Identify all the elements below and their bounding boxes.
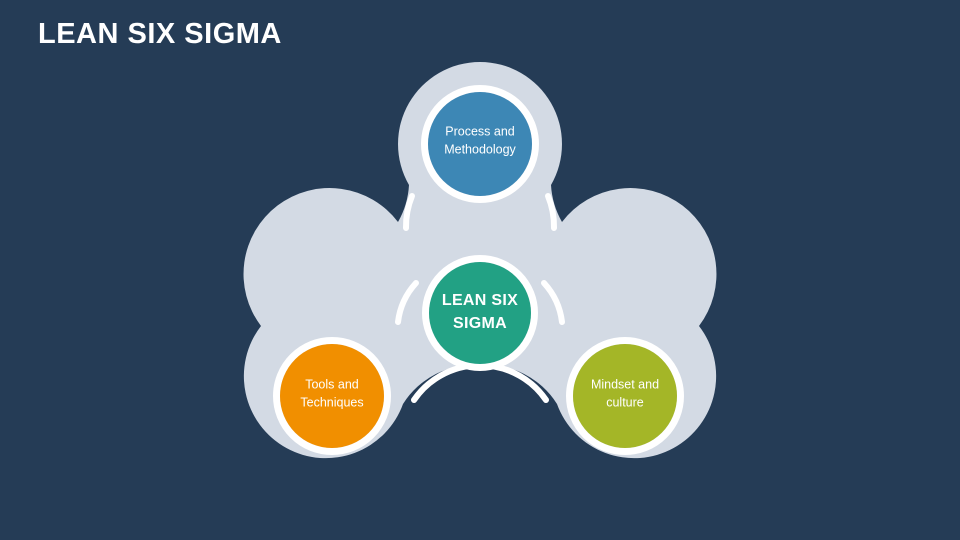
node-label-mindset-and-culture-line2: culture — [606, 395, 644, 409]
node-label-process-and-methodology-line1: Process and — [445, 124, 515, 138]
node-label-lean-six-sigma-line1: LEAN SIX — [442, 292, 518, 309]
notch-highlight-top-right — [545, 193, 558, 231]
node-mindset-and-culture[interactable]: Mindset and culture — [566, 337, 684, 455]
hub-accent-right — [541, 280, 565, 325]
node-process-and-methodology[interactable]: Process and Methodology — [421, 85, 539, 203]
node-lean-six-sigma-hub[interactable]: LEAN SIX SIGMA — [422, 255, 538, 371]
node-circle-lean-six-sigma[interactable] — [429, 262, 531, 364]
node-circle-tools-and-techniques[interactable] — [280, 344, 384, 448]
node-circle-mindset-and-culture[interactable] — [573, 344, 677, 448]
notch-highlight-top-left — [402, 193, 415, 231]
node-ring-lean-six-sigma — [422, 255, 538, 371]
node-label-tools-and-techniques-line1: Tools and — [305, 377, 359, 391]
node-ring-process-and-methodology — [421, 85, 539, 203]
node-circle-process-and-methodology[interactable] — [428, 92, 532, 196]
node-label-process-and-methodology-line2: Methodology — [444, 142, 516, 156]
node-tools-and-techniques[interactable]: Tools and Techniques — [273, 337, 391, 455]
node-label-tools-and-techniques-line2: Techniques — [300, 395, 363, 409]
page-title: LEAN SIX SIGMA — [38, 18, 282, 50]
node-ring-tools-and-techniques — [273, 337, 391, 455]
node-label-mindset-and-culture-line1: Mindset and — [591, 377, 659, 391]
hub-accent-left — [395, 280, 419, 325]
node-ring-mindset-and-culture — [566, 337, 684, 455]
node-label-lean-six-sigma-line2: SIGMA — [453, 315, 507, 332]
hub-connector-accents — [395, 280, 565, 325]
